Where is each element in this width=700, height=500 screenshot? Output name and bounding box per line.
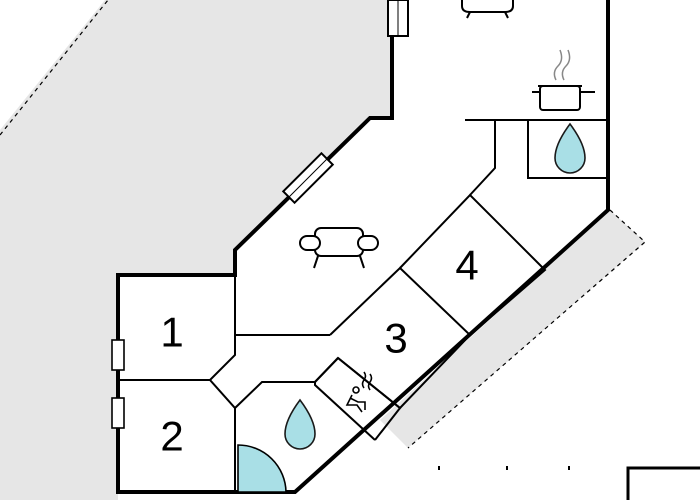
terrace-area [0, 0, 392, 500]
room-number-1: 1 [160, 309, 183, 356]
outer-wall [116, 0, 610, 494]
water-drop-icon [554, 122, 586, 174]
adjacent-building-edge [626, 466, 700, 500]
sofa-icon [461, 0, 514, 19]
terrace-strip-right [380, 210, 645, 448]
window-icon [111, 397, 125, 429]
interior-walls [118, 119, 609, 492]
terrace-strip-dashed [407, 209, 646, 449]
room-number-3: 3 [384, 315, 407, 362]
sauna-icon [345, 371, 373, 413]
cooking-pot-icon [532, 49, 595, 111]
window-icon [387, 0, 409, 37]
room-number-2: 2 [160, 413, 183, 460]
window-icon [281, 151, 335, 205]
room-number-4: 4 [455, 242, 478, 289]
water-drop-icon [284, 398, 316, 450]
window-icon [111, 339, 125, 371]
dot-marks [438, 466, 570, 470]
armchair-icon [299, 227, 379, 269]
door-swing-icon [237, 444, 287, 493]
terrace-dashed-border [0, 0, 109, 136]
